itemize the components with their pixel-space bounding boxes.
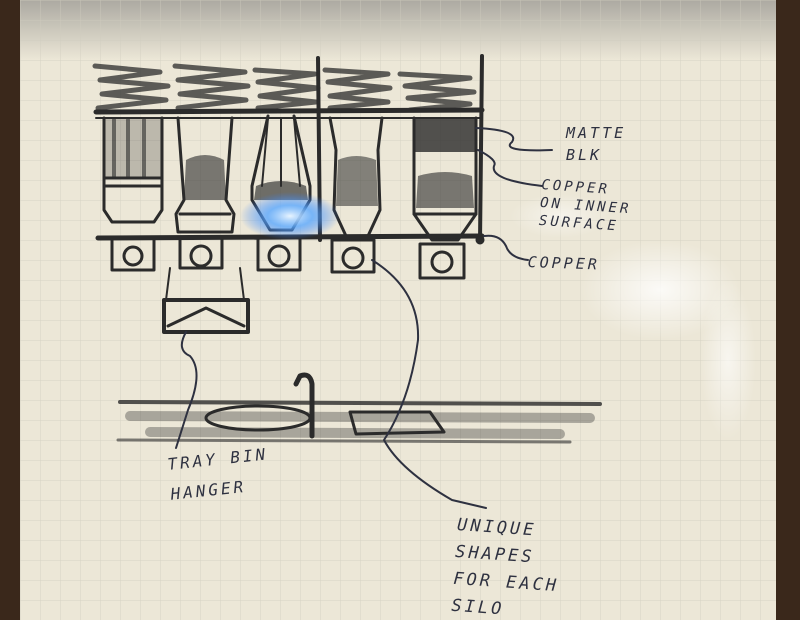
- annotation-copper: COPPER: [527, 252, 600, 275]
- annotation-matte-blk: MATTE BLK: [566, 122, 626, 166]
- annotation-copper-inner: COPPER ON INNER SURFACE: [538, 176, 633, 236]
- annotation-tray-bin-hanger: TRAY BIN HANGER: [166, 439, 273, 509]
- annotation-line: MATTE: [566, 122, 626, 144]
- annotation-unique-shapes: UNIQUE SHAPES FOR EACH SILO: [450, 512, 563, 620]
- light-reflection: [240, 192, 340, 240]
- annotation-line: BLK: [566, 144, 626, 166]
- annotation-line: COPPER: [527, 252, 600, 275]
